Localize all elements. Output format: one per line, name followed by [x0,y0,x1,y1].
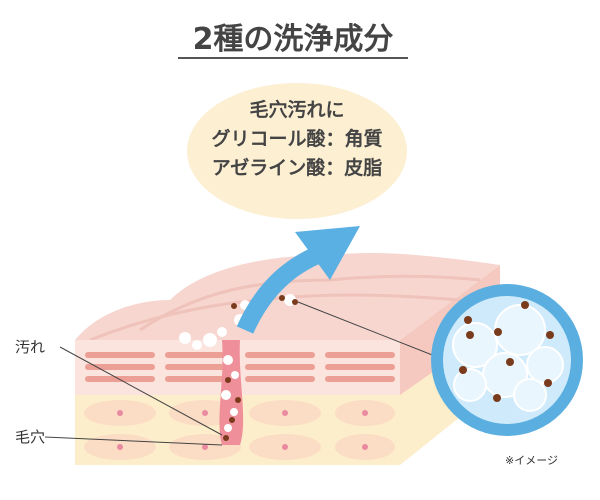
pore [219,340,244,445]
title-underline [178,57,408,59]
label-pore: 毛穴 [15,428,46,446]
page-title: 2種の洗浄成分 [192,22,394,57]
bubble-text: 毛穴汚れに グリコール酸：角質 アゼライン酸：皮脂 [187,96,407,183]
image-note: ※イメージ [505,454,558,467]
speech-bubble [187,83,407,219]
dirt-leader-line [59,346,223,436]
bubble-line-1: 毛穴汚れに [249,99,345,121]
bubble-line-3: アゼライン酸：皮脂 [211,157,383,179]
bubble-line-2: グリコール酸：角質 [211,128,383,150]
label-dirt: 汚れ [15,338,46,356]
pore-leader-line [44,436,223,446]
